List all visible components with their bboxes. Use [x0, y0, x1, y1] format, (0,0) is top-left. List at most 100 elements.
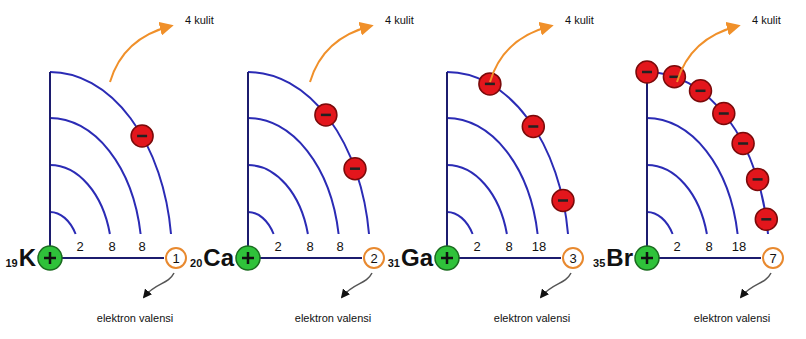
electron — [732, 133, 754, 155]
shell-electron-count: 18 — [532, 240, 546, 255]
valence-leader — [144, 273, 174, 297]
electron — [522, 116, 544, 138]
atomic-number: 19 — [5, 257, 17, 270]
electron-shell — [50, 165, 110, 234]
minus-sign — [761, 218, 771, 221]
valence-leader — [541, 273, 571, 297]
shell-pointer — [677, 26, 738, 82]
valence-number: 3 — [569, 252, 576, 265]
shell-count-label: 4 kulit — [385, 14, 414, 27]
electron — [344, 158, 366, 180]
electron-shell — [447, 165, 507, 234]
shell-electron-count: 2 — [274, 240, 281, 255]
axis-line — [447, 257, 561, 259]
shell-count-label: 4 kulit — [752, 14, 781, 27]
axis-line — [446, 72, 448, 258]
electron — [713, 103, 735, 125]
minus-sign — [753, 178, 763, 181]
element-symbol: Ca — [203, 244, 234, 272]
valence-number: 1 — [172, 252, 179, 265]
valence-caption: elektron valensi — [494, 312, 570, 325]
minus-sign — [558, 199, 568, 202]
shell-electron-count: 8 — [505, 240, 512, 255]
shell-pointer — [490, 26, 551, 82]
nucleus — [635, 246, 659, 270]
axis-line — [247, 72, 249, 258]
electron-shell — [50, 118, 141, 234]
shell-electron-count: 2 — [473, 240, 480, 255]
minus-sign — [321, 114, 331, 117]
electron-shell — [447, 212, 473, 234]
axis-line — [49, 72, 51, 258]
minus-sign — [137, 135, 147, 138]
shell-electron-count: 8 — [306, 240, 313, 255]
nucleus — [38, 246, 62, 270]
shell-electron-count: 2 — [76, 240, 83, 255]
electron — [636, 61, 658, 83]
nucleus — [435, 246, 459, 270]
electron — [747, 168, 769, 190]
plus-sign — [49, 252, 52, 264]
valence-number: 7 — [769, 252, 776, 265]
shell-electron-count: 8 — [108, 240, 115, 255]
atomic-number: 20 — [190, 257, 202, 270]
axis-line — [646, 72, 648, 258]
minus-sign — [642, 71, 652, 74]
shell-pointer — [110, 26, 171, 82]
shell-electron-count: 2 — [673, 240, 680, 255]
electron-shell — [248, 118, 339, 234]
electron-shell — [447, 118, 538, 234]
electron-shell — [50, 212, 76, 234]
shell-electron-count: 8 — [336, 240, 343, 255]
atomic-number: 31 — [388, 257, 400, 270]
electron-shell — [647, 212, 673, 234]
valence-leader — [342, 273, 372, 297]
element-symbol: Ga — [401, 244, 433, 272]
electron-shell — [50, 72, 171, 234]
minus-sign — [719, 112, 729, 115]
minus-sign — [738, 142, 748, 145]
valence-circle: 7 — [762, 247, 784, 269]
element-symbol: Br — [606, 244, 633, 272]
electron-shell — [248, 72, 369, 234]
valence-caption: elektron valensi — [694, 312, 770, 325]
electron — [315, 104, 337, 126]
valence-caption: elektron valensi — [295, 312, 371, 325]
valence-number: 2 — [370, 252, 377, 265]
electron — [755, 208, 777, 230]
electron-shell — [647, 72, 768, 234]
electron-shell — [647, 165, 707, 234]
electron — [552, 190, 574, 212]
electron — [131, 125, 153, 147]
minus-sign — [350, 167, 360, 170]
valence-circle: 2 — [363, 247, 385, 269]
shell-count-label: 4 kulit — [565, 14, 594, 27]
nucleus — [236, 246, 260, 270]
shell-electron-count: 8 — [705, 240, 712, 255]
electron-shell — [248, 165, 308, 234]
electron — [690, 80, 712, 102]
minus-sign — [528, 125, 538, 128]
plus-sign — [446, 252, 449, 264]
valence-circle: 1 — [165, 247, 187, 269]
valence-caption: elektron valensi — [97, 312, 173, 325]
electron-shell — [248, 212, 274, 234]
electron-shell — [647, 118, 738, 234]
axis-line — [50, 257, 164, 259]
atomic-number: 35 — [593, 257, 605, 270]
plus-sign — [247, 252, 250, 264]
axis-line — [248, 257, 362, 259]
minus-sign — [696, 90, 706, 93]
electron — [479, 73, 501, 95]
axis-line — [647, 257, 761, 259]
shell-pointer — [310, 26, 371, 82]
element-symbol: K — [19, 244, 36, 272]
shell-electron-count: 18 — [732, 240, 746, 255]
shell-electron-count: 8 — [138, 240, 145, 255]
valence-circle: 3 — [562, 247, 584, 269]
plus-sign — [646, 252, 649, 264]
minus-sign — [485, 83, 495, 86]
electron-shell — [447, 72, 568, 234]
valence-leader — [741, 273, 771, 297]
